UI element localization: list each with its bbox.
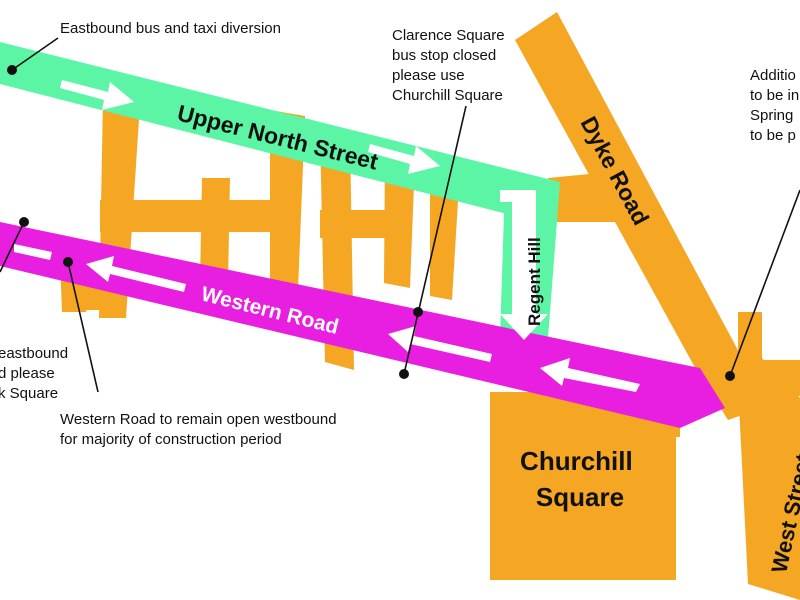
arrow-west-3 bbox=[388, 326, 492, 362]
side-street-east-2 bbox=[760, 360, 800, 396]
callout-eastbound-dot bbox=[19, 217, 29, 227]
note-clarence-line-2: bus stop closed bbox=[392, 47, 496, 64]
callout-eastbound-line bbox=[0, 221, 25, 273]
arrow-turn-regent-hill bbox=[500, 190, 548, 340]
note-eastbound-line-1: eastbound bbox=[0, 345, 68, 362]
note-additional-line-4: to be p bbox=[750, 127, 796, 144]
note-additional-line-2: to be in bbox=[750, 87, 799, 104]
dyke-road bbox=[515, 12, 755, 404]
western-road-route bbox=[0, 222, 725, 428]
arrow-west-2 bbox=[86, 256, 186, 292]
callout-additional-dot bbox=[725, 371, 735, 381]
callout-clarence-dot-2 bbox=[399, 369, 409, 379]
connector-street bbox=[548, 172, 620, 222]
note-additional-line-1: Additio bbox=[750, 67, 796, 84]
callout-additional-line bbox=[729, 189, 800, 377]
note-clarence-line-3: please use bbox=[392, 67, 465, 84]
note-western-open: Western Road to remain open westbound fo… bbox=[60, 411, 341, 448]
churchill-square-label: Churchill Square bbox=[520, 446, 640, 512]
callout-diversion-line bbox=[11, 37, 59, 71]
arrow-east-1 bbox=[60, 80, 134, 110]
callout-west-line bbox=[67, 261, 99, 393]
note-clarence-line-1: Clarence Square bbox=[392, 27, 505, 44]
callout-clarence-line bbox=[403, 105, 467, 375]
note-eastbound-line-3: k Square bbox=[0, 385, 58, 402]
callout-diversion-dot bbox=[7, 65, 17, 75]
note-western-open-line-2: for majority of construction period bbox=[60, 431, 282, 448]
lane-4 bbox=[200, 178, 230, 282]
churchill-square-line-1: Churchill bbox=[520, 446, 633, 476]
arrow-west-4 bbox=[540, 358, 640, 392]
arrow-west-1 bbox=[14, 244, 52, 260]
west-street bbox=[738, 368, 800, 600]
upper-north-street-road bbox=[0, 42, 560, 225]
direction-arrows bbox=[14, 80, 640, 392]
churchill-square-line-2: Square bbox=[536, 482, 624, 512]
callout-west-dot bbox=[63, 257, 73, 267]
note-western-open-line-1: Western Road to remain open westbound bbox=[60, 411, 337, 428]
callout-clarence-dot-1 bbox=[413, 307, 423, 317]
note-diversion: Eastbound bus and taxi diversion bbox=[60, 20, 281, 37]
churchill-square-block bbox=[490, 392, 676, 580]
arrow-east-2 bbox=[368, 144, 440, 174]
callouts bbox=[0, 37, 800, 393]
note-clarence-line-4: Churchill Square bbox=[392, 87, 503, 104]
note-clarence: Clarence Square bus stop closed please u… bbox=[392, 27, 509, 104]
note-additional-line-3: Spring bbox=[750, 107, 793, 124]
western-road-road bbox=[0, 222, 725, 428]
note-eastbound-line-2: d please bbox=[0, 365, 55, 382]
lane-2 bbox=[100, 200, 300, 232]
note-additional: Additio to be in Spring to be p bbox=[750, 67, 800, 144]
lane-6 bbox=[320, 210, 400, 238]
regent-hill-label: Regent Hill bbox=[525, 237, 544, 326]
note-eastbound: eastbound d please k Square bbox=[0, 345, 72, 402]
